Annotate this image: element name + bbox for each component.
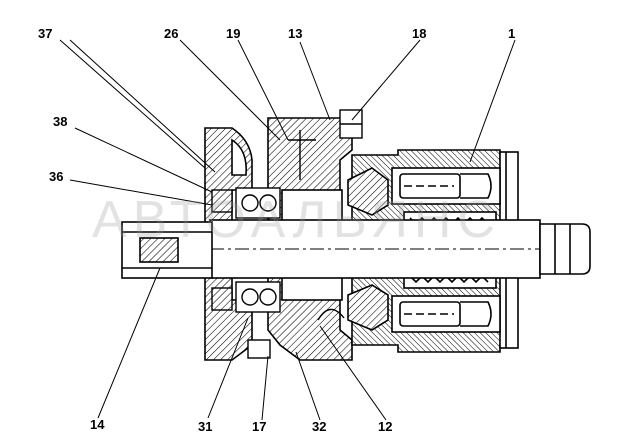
drive-shaft <box>121 219 591 279</box>
callout-13: 13 <box>288 26 303 41</box>
callout-14: 14 <box>90 417 105 432</box>
callout-38: 38 <box>53 114 68 129</box>
fasteners <box>247 109 363 359</box>
callout-26: 26 <box>164 26 179 41</box>
seal-ring-bottom <box>211 287 233 311</box>
callout-18: 18 <box>412 26 427 41</box>
seal-ring-top <box>211 189 233 213</box>
callout-32: 32 <box>312 419 327 434</box>
callout-12: 12 <box>378 419 393 434</box>
callout-37: 37 <box>38 26 53 41</box>
bolt-bottom <box>247 339 271 359</box>
callout-19: 19 <box>226 26 241 41</box>
callout-31: 31 <box>198 419 213 434</box>
leader-lines <box>59 39 516 421</box>
callout-1: 1 <box>508 26 516 41</box>
callout-36: 36 <box>49 169 64 184</box>
splined-end <box>539 223 591 275</box>
callout-17: 17 <box>252 419 267 434</box>
bearings <box>211 187 281 313</box>
spring-clip <box>317 308 345 321</box>
